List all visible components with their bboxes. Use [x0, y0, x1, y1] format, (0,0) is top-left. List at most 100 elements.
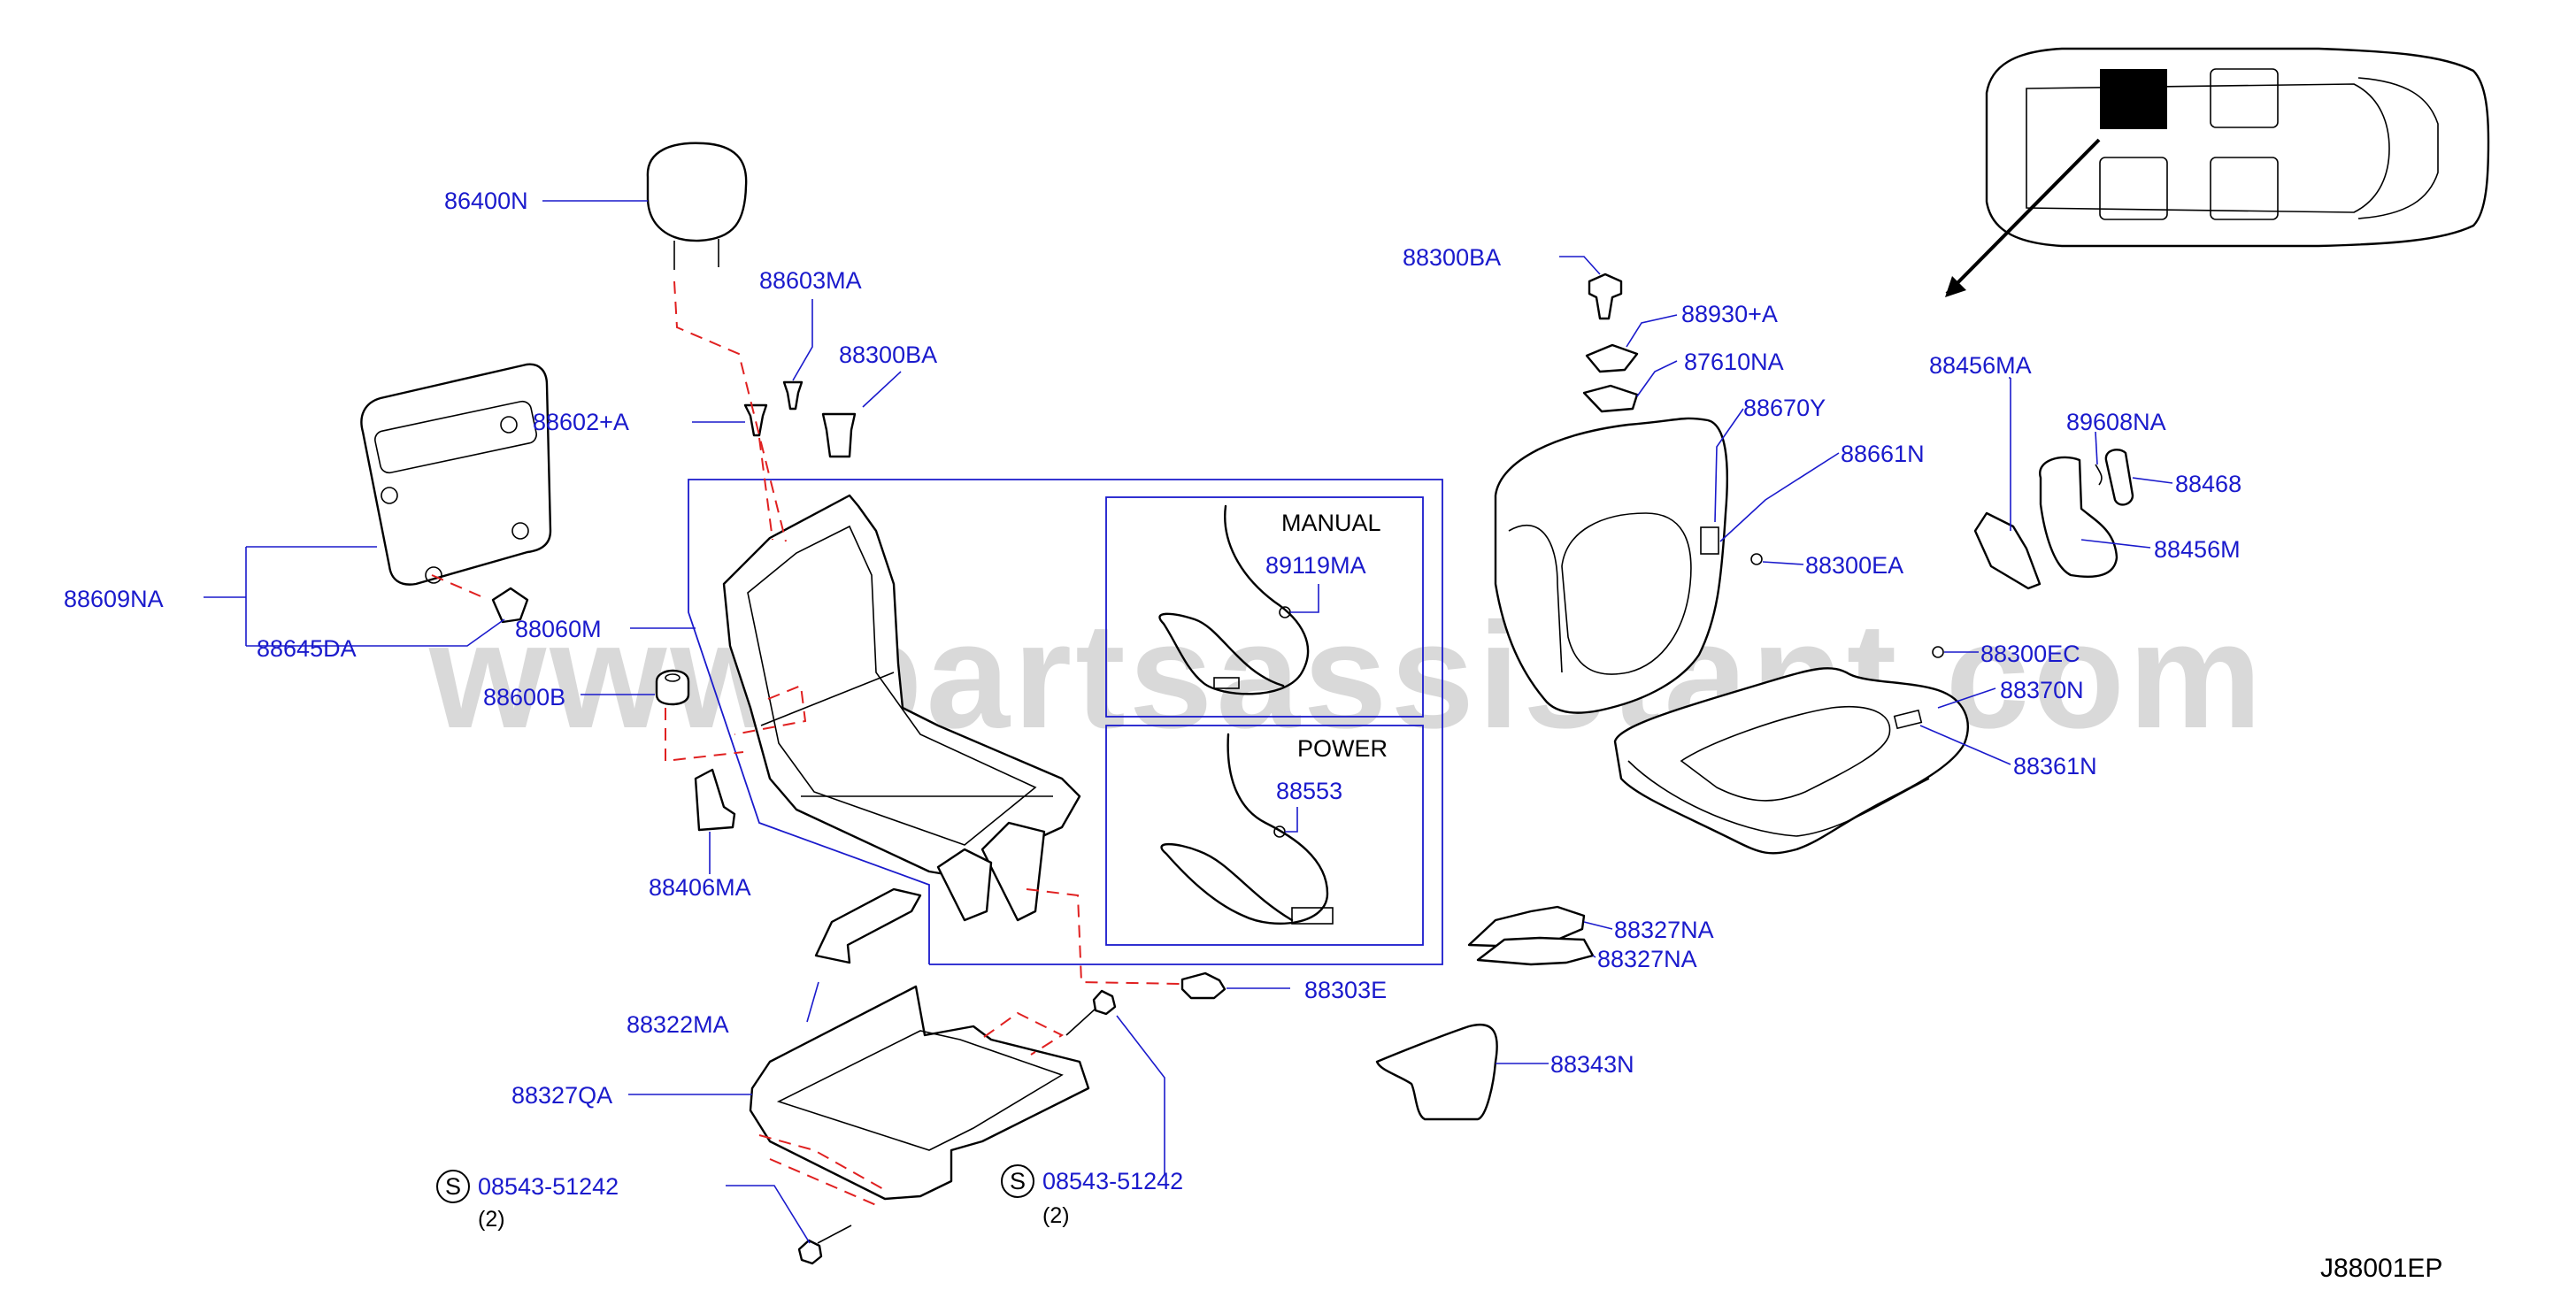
- screw-right: [1092, 989, 1117, 1016]
- label-88060M[interactable]: 88060M: [515, 616, 602, 642]
- label-88456MA[interactable]: 88456MA: [1929, 352, 2032, 379]
- standard-part-qty-left: (2): [478, 1207, 505, 1232]
- diagram-code: J88001EP: [2320, 1254, 2442, 1283]
- leader-88361N: [1919, 725, 2011, 765]
- leader-88327NA-1: [1583, 921, 1613, 930]
- nut-88600B-hole: [665, 673, 681, 682]
- label-88361N[interactable]: 88361N: [2013, 753, 2097, 779]
- align-headrest: [673, 280, 787, 542]
- bolt-88303E: [1180, 971, 1226, 1000]
- leader-88609NA: [204, 546, 377, 646]
- standard-part-symbol-left: [436, 1170, 470, 1203]
- clip-89608NA: [2095, 464, 2103, 486]
- vehicle-location-inset: [1945, 47, 2490, 297]
- frame-hinge-2: [936, 848, 993, 922]
- clip-88645DA: [491, 587, 529, 624]
- label-88300EC[interactable]: 88300EC: [1980, 641, 2080, 667]
- screw-left-shaft: [817, 1225, 852, 1244]
- cover-88322MA: [814, 887, 922, 964]
- label-86400N[interactable]: 86400N: [444, 188, 528, 214]
- cover-88343N: [1375, 1024, 1498, 1121]
- leader-88370N: [1937, 687, 1996, 709]
- label-89608NA[interactable]: 89608NA: [2066, 409, 2166, 435]
- leader-88661N: [1719, 452, 1840, 542]
- leader-88645DA: [246, 618, 505, 647]
- align-screw-left: [758, 1134, 886, 1206]
- vehicle-seat-rear-left: [2099, 157, 2168, 220]
- power-inset-box: [1105, 725, 1424, 946]
- label-87610NA[interactable]: 87610NA: [1684, 349, 1784, 375]
- align-88303E: [1026, 888, 1181, 985]
- label-88553[interactable]: 88553: [1276, 778, 1342, 804]
- align-88602A: [758, 437, 773, 541]
- label-88300BA-left[interactable]: 88300BA: [839, 342, 937, 368]
- label-88370N[interactable]: 88370N: [2000, 677, 2084, 703]
- board-hole-2: [500, 416, 518, 434]
- screw-right-shaft: [1065, 1008, 1096, 1036]
- standard-part-qty-right: (2): [1042, 1203, 1070, 1228]
- cover-88327QA: [749, 985, 1090, 1201]
- label-88300EA[interactable]: 88300EA: [1805, 552, 1903, 579]
- leader-88300BA-right: [1559, 256, 1601, 275]
- vehicle-seat-front-right: [2210, 68, 2279, 128]
- label-88468[interactable]: 88468: [2175, 471, 2242, 497]
- seatback-frame-group-box: [688, 479, 1443, 965]
- label-88327QA[interactable]: 88327QA: [511, 1082, 612, 1109]
- vehicle-outline: [1985, 47, 2490, 248]
- leader-89608NA: [2095, 431, 2098, 465]
- leader-88300EA: [1762, 561, 1804, 565]
- seatback-cover-panel: [1561, 512, 1692, 675]
- align-screw-right: [983, 1011, 1065, 1056]
- seatback-board-88609NA: [360, 363, 552, 586]
- seatback-frame-inner: [747, 525, 1037, 846]
- label-88322MA[interactable]: 88322MA: [627, 1011, 729, 1038]
- label-88300BA-right[interactable]: 88300BA: [1403, 244, 1501, 271]
- vehicle-seat-rear-right: [2210, 157, 2279, 220]
- label-88406MA[interactable]: 88406MA: [649, 874, 751, 901]
- manual-inset-title: MANUAL: [1281, 510, 1381, 536]
- label-88327NA-2[interactable]: 88327NA: [1597, 946, 1697, 972]
- leader-87610NA: [1636, 360, 1678, 397]
- leader-88300BA-left: [862, 371, 902, 408]
- leader-88456MA: [2009, 377, 2011, 531]
- label-88603MA[interactable]: 88603MA: [759, 267, 862, 294]
- cover-88327QA-inner: [776, 1030, 1064, 1151]
- label-89119MA[interactable]: 89119MA: [1265, 552, 1366, 579]
- label-08543-51242-left[interactable]: 08543-51242: [478, 1173, 619, 1200]
- label-88609NA[interactable]: 88609NA: [64, 586, 164, 612]
- label-88327NA-1[interactable]: 88327NA: [1614, 917, 1714, 943]
- clip-88930A: [1585, 343, 1639, 373]
- label-88661N[interactable]: 88661N: [1841, 441, 1925, 467]
- bolt-88603MA: [782, 380, 804, 411]
- label-88600B[interactable]: 88600B: [483, 684, 565, 710]
- cover-88327NA-lower: [1476, 936, 1595, 966]
- standard-part-symbol-right: [1001, 1164, 1034, 1198]
- label-88645DA[interactable]: 88645DA: [257, 635, 357, 662]
- location-arrow-head: [1945, 276, 1966, 297]
- board-hole-4: [425, 566, 442, 584]
- manual-harness-drawing: [1158, 504, 1310, 695]
- seat-cushion-88370N: [1613, 667, 1969, 855]
- headrest-86400N: [646, 142, 748, 242]
- align-frame-mid: [734, 684, 807, 735]
- vehicle-interior: [2026, 83, 2390, 213]
- leader-88603MA: [792, 299, 813, 381]
- frame-crossbar: [760, 672, 895, 726]
- bolt-88602A: [743, 403, 768, 437]
- label-88456M[interactable]: 88456M: [2154, 536, 2241, 563]
- frame-hinge: [980, 821, 1046, 922]
- label-88343N[interactable]: 88343N: [1550, 1051, 1634, 1078]
- label-88670Y[interactable]: 88670Y: [1743, 395, 1826, 421]
- board-handle-slot: [374, 400, 537, 474]
- bolt-88300BA-right: [1588, 273, 1623, 320]
- label-88602A[interactable]: 88602+A: [533, 409, 629, 435]
- label-08543-51242-right[interactable]: 08543-51242: [1042, 1168, 1183, 1194]
- power-motor-icon: [1291, 907, 1334, 925]
- cover-88456MA: [1973, 511, 2042, 590]
- seat-location-marker: [2100, 69, 2167, 129]
- knob-88468: [2104, 449, 2134, 506]
- label-88930A[interactable]: 88930+A: [1681, 301, 1778, 327]
- leader-08543-right: [1116, 1015, 1165, 1174]
- label-88303E[interactable]: 88303E: [1304, 977, 1387, 1003]
